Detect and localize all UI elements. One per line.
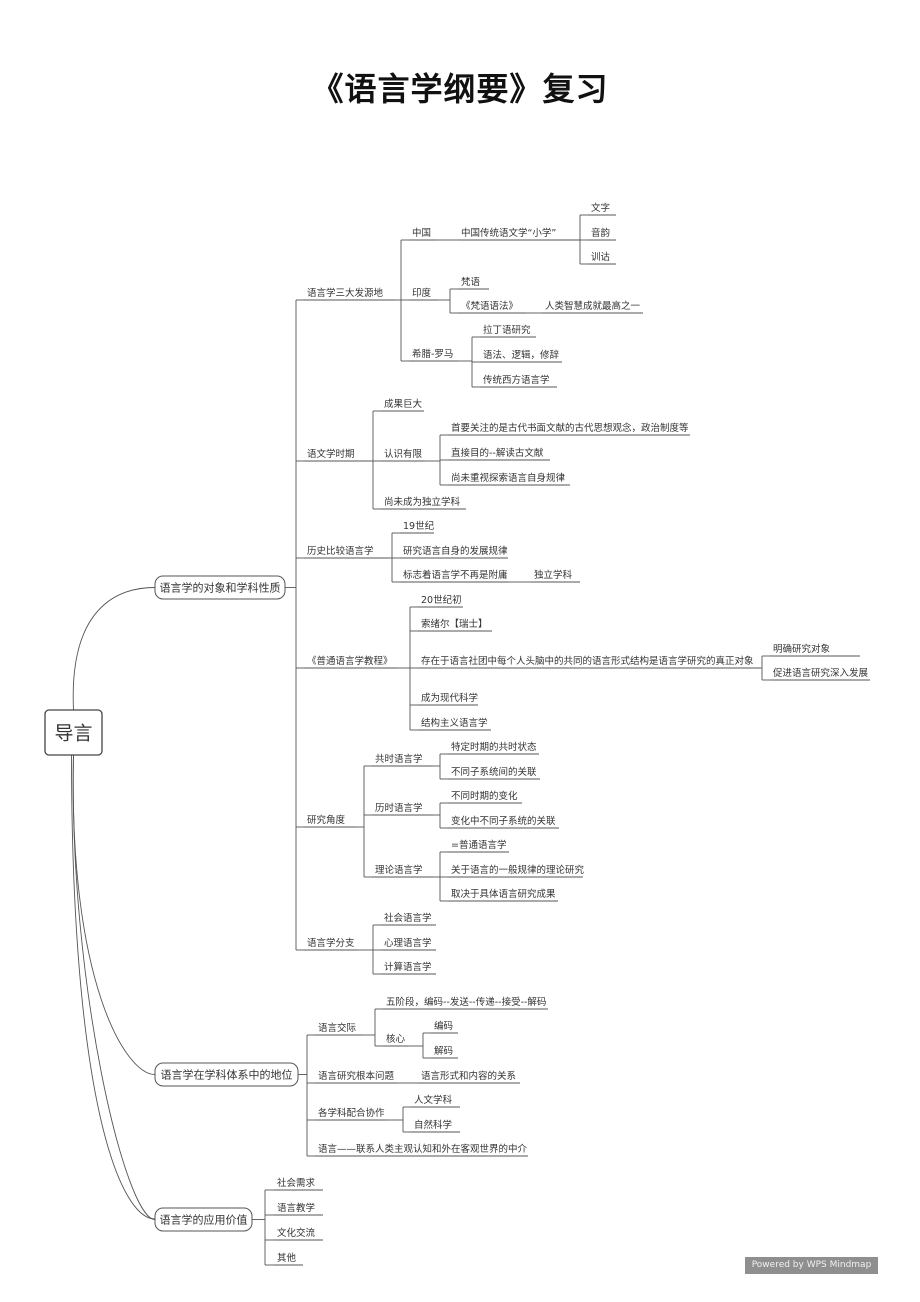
node-culture[interactable]: 文化交流 [277,1227,316,1239]
node-promote[interactable]: 促进语言研究深入发展 [773,667,869,679]
node-modern[interactable]: 成为现代科学 [421,692,478,704]
node-synchronic[interactable]: 共时语言学 [375,753,423,765]
node-wenzi[interactable]: 文字 [591,202,610,214]
node-xungu[interactable]: 训诂 [591,251,611,263]
node-th-3[interactable]: 取决于具体语言研究成果 [451,888,556,900]
node-greece[interactable]: 希腊-罗马 [412,348,453,360]
node-b1-5[interactable]: 研究角度 [307,814,346,826]
node-not-independent[interactable]: 尚未成为独立学科 [384,496,461,508]
node-psych[interactable]: 心理语言学 [384,937,432,949]
node-independent[interactable]: 独立学科 [534,569,573,581]
node-other[interactable]: 其他 [277,1252,297,1264]
root-box[interactable] [44,709,103,756]
branch-box-b1[interactable] [154,575,286,600]
node-teach[interactable]: 语言教学 [277,1202,315,1214]
node-limited-2[interactable]: 直接目的--解读古文献 [451,447,544,459]
node-fanyu-note[interactable]: 人类智慧成就最高之一 [545,300,641,312]
watermark: Powered by WPS Mindmap [745,1257,878,1274]
node-clear-object[interactable]: 明确研究对象 [773,643,831,655]
node-fanyu-grammar[interactable]: 《梵语语法》 [461,300,518,312]
node-diachronic[interactable]: 历时语言学 [375,802,423,814]
node-mark[interactable]: 标志着语言学不再是附庸 [403,569,508,581]
node-latin[interactable]: 拉丁语研究 [483,324,531,336]
node-b1-4[interactable]: 《普通语言学教程》 [307,655,393,667]
branch-box-b2[interactable] [154,1062,299,1087]
root-branch-b2 [72,754,156,1075]
node-b1-1[interactable]: 语言学三大发源地 [307,287,384,299]
node-c19[interactable]: 19世纪 [403,520,435,532]
node-five-stage[interactable]: 五阶段，编码--发送--传递--接受--解码 [386,996,546,1008]
branch-box-b3[interactable] [154,1207,253,1232]
node-medium[interactable]: 语言——联系人类主观认知和外在客观世界的中介 [318,1143,528,1155]
node-th-2[interactable]: 关于语言的一般规律的理论研究 [451,864,585,876]
node-b1-6[interactable]: 语言学分支 [307,937,355,949]
node-western[interactable]: 传统西方语言学 [483,374,550,386]
node-exist[interactable]: 存在于语言社团中每个人头脑中的共同的语言形式结构是语言学研究的真正对象 [421,655,754,667]
node-limited-1[interactable]: 首要关注的是古代书面文献的古代思想观念，政治制度等 [451,422,689,434]
node-structural[interactable]: 结构主义语言学 [421,717,488,729]
node-theory[interactable]: 理论语言学 [375,864,423,876]
node-coop[interactable]: 各学科配合协作 [318,1107,385,1119]
node-yinyun[interactable]: 音韵 [591,227,610,239]
node-need[interactable]: 社会需求 [277,1177,316,1189]
branch-label-b2: 语言学在学科体系中的地位 [161,1068,293,1082]
node-comm[interactable]: 语言交际 [318,1022,357,1034]
node-dia-1[interactable]: 不同时期的变化 [451,790,518,802]
node-research-self[interactable]: 研究语言自身的发展规律 [403,545,508,557]
node-achieve[interactable]: 成果巨大 [384,398,423,410]
node-comp[interactable]: 计算语言学 [384,961,432,973]
node-china[interactable]: 中国 [412,227,431,239]
node-humanities[interactable]: 人文学科 [414,1094,453,1106]
node-limited[interactable]: 认识有限 [384,448,423,460]
root-branch-extra [71,754,156,1220]
page-title: 《语言学纲要》复习 [311,70,609,108]
node-sync-1[interactable]: 特定时期的共时状态 [451,741,537,753]
node-decode[interactable]: 解码 [434,1045,453,1057]
node-china-1[interactable]: 中国传统语文学“小学” [461,227,556,239]
node-th-1[interactable]: =普通语言学 [451,839,506,851]
node-saussure[interactable]: 索绪尔【瑞士】 [421,618,488,630]
node-sync-2[interactable]: 不同子系统间的关联 [451,766,537,778]
node-dia-2[interactable]: 变化中不同子系统的关联 [451,815,556,827]
node-form-content[interactable]: 语言形式和内容的关系 [421,1070,516,1082]
node-grammar-logic[interactable]: 语法、逻辑，修辞 [483,349,560,361]
node-india[interactable]: 印度 [412,287,432,299]
node-core[interactable]: 核心 [386,1033,406,1045]
node-fanyu[interactable]: 梵语 [461,277,481,288]
node-fund-q[interactable]: 语言研究根本问题 [318,1070,395,1082]
branch-label-b1: 语言学的对象和学科性质 [160,581,281,595]
node-b1-3[interactable]: 历史比较语言学 [307,545,374,557]
node-limited-3[interactable]: 尚未重视探索语言自身规律 [451,472,566,484]
root-branch-b1 [72,587,156,711]
root-branch-b3 [72,754,156,1220]
node-social[interactable]: 社会语言学 [384,912,432,924]
node-natural[interactable]: 自然科学 [414,1119,452,1131]
root-label: 导言 [54,723,92,745]
branch-label-b3: 语言学的应用价值 [160,1213,248,1227]
node-b1-2[interactable]: 语文学时期 [307,448,355,460]
node-encode[interactable]: 编码 [434,1020,453,1032]
node-c20[interactable]: 20世纪初 [421,594,462,606]
